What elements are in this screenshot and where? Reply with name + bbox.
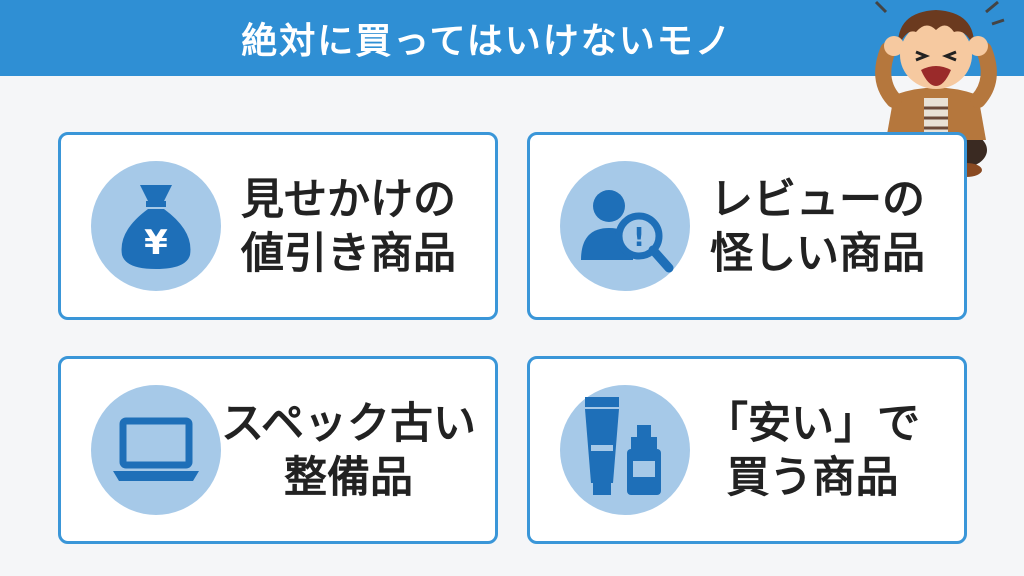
- card-label-line1: レビューの: [710, 175, 925, 225]
- yen-symbol: ¥: [144, 223, 168, 263]
- card-label: 「安い」で 買う商品: [705, 397, 920, 505]
- icon-circle: ¥: [91, 161, 221, 291]
- card-label: レビューの 怪しい商品: [710, 173, 925, 281]
- card-label-line2: 値引き商品: [241, 229, 456, 279]
- card-label-line2: 買う商品: [726, 453, 899, 503]
- icon-circle: [91, 385, 221, 515]
- card-bought-because-cheap: 「安い」で 買う商品: [527, 356, 967, 544]
- card-suspicious-reviews: ! レビューの 怪しい商品: [527, 132, 967, 320]
- icon-circle: !: [560, 161, 690, 291]
- user-search-warning-icon: !: [581, 190, 674, 273]
- page-title: 絶対に買ってはいけないモノ: [241, 21, 733, 62]
- title-banner: 絶対に買ってはいけないモノ: [0, 0, 1024, 76]
- card-label-line2: 整備品: [284, 453, 413, 503]
- laptop-icon: [113, 417, 199, 481]
- card-label: スペック古い 整備品: [221, 397, 476, 505]
- card-label-line1: 見せかけの: [241, 175, 456, 225]
- card-label: 見せかけの 値引き商品: [241, 173, 456, 281]
- card-fake-discount: ¥ 見せかけの 値引き商品: [58, 132, 498, 320]
- card-label-line1: 「安い」で: [705, 399, 920, 449]
- card-label-line2: 怪しい商品: [710, 229, 925, 279]
- card-old-spec-refurbished: スペック古い 整備品: [58, 356, 498, 544]
- money-bag-yen-icon: ¥: [121, 185, 191, 269]
- cosmetic-bottles-icon: [585, 397, 661, 495]
- card-label-line1: スペック古い: [221, 399, 476, 449]
- warning-symbol: !: [633, 223, 645, 253]
- icon-circle: [560, 385, 690, 515]
